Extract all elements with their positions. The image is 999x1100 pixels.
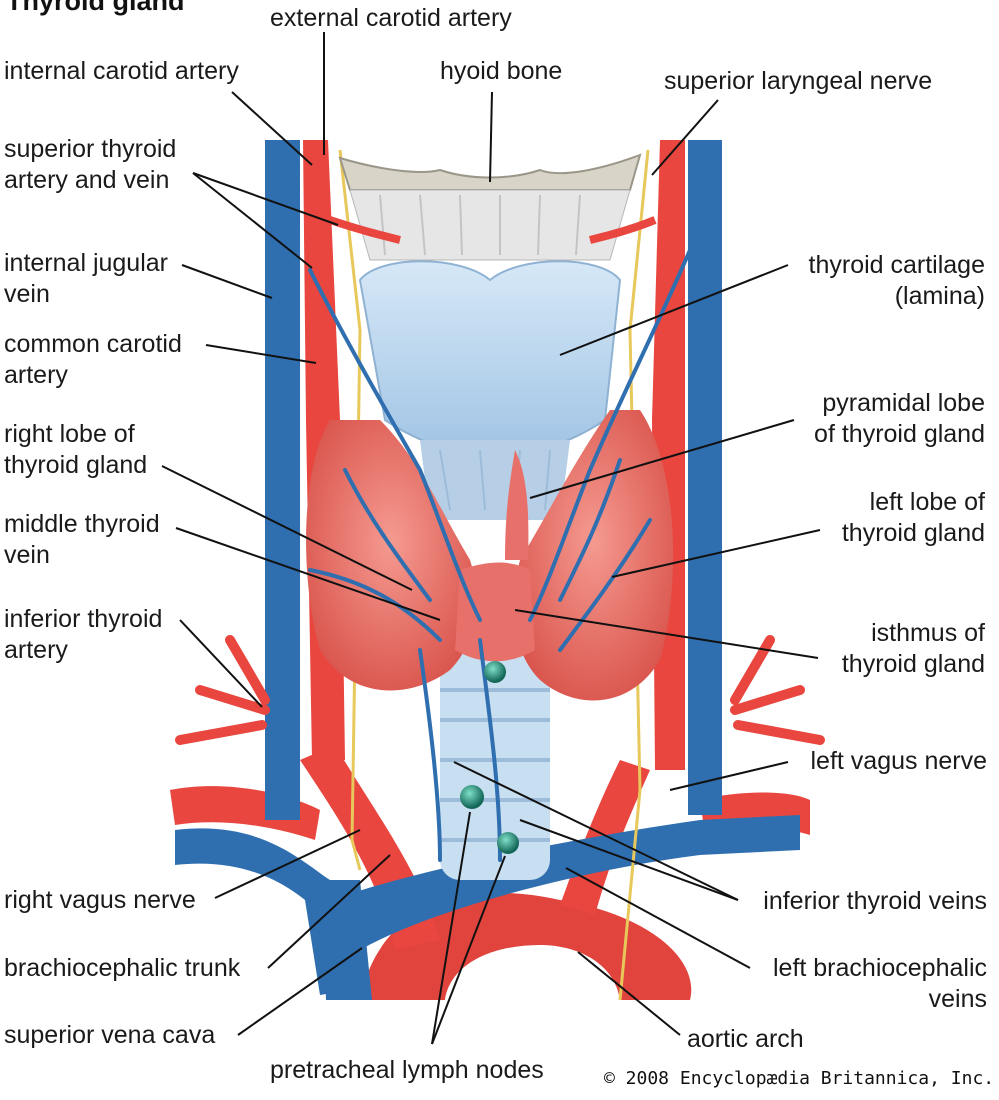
label-isthmus-2: thyroid gland — [842, 649, 985, 680]
label-internal-jugular-1: internal jugular — [4, 248, 168, 279]
label-common-carotid-1: common carotid — [4, 329, 182, 360]
label-thyroid-cartilage-2: (lamina) — [895, 281, 985, 312]
label-right-lobe-1: right lobe of — [4, 419, 135, 450]
label-pyramidal-lobe-1: pyramidal lobe — [822, 388, 985, 419]
label-inferior-thyroid-artery-2: artery — [4, 635, 68, 666]
label-superior-thyroid-2: artery and vein — [4, 165, 169, 196]
label-middle-thyroid-vein-2: vein — [4, 540, 50, 571]
label-common-carotid-2: artery — [4, 360, 68, 391]
copyright-notice: © 2008 Encyclopædia Britannica, Inc. — [604, 1068, 994, 1089]
label-right-lobe-2: thyroid gland — [4, 450, 147, 481]
right-internal-jugular-vein-shape — [265, 140, 300, 820]
label-inferior-thyroid-artery-1: inferior thyroid — [4, 604, 162, 635]
label-superior-vena-cava: superior vena cava — [4, 1020, 215, 1051]
label-pyramidal-lobe-2: of thyroid gland — [814, 419, 985, 450]
label-pretracheal-lymph-nodes: pretracheal lymph nodes — [270, 1055, 544, 1086]
label-left-lobe-1: left lobe of — [870, 487, 985, 518]
label-superior-thyroid-1: superior thyroid — [4, 134, 176, 165]
label-external-carotid-artery: external carotid artery — [270, 3, 512, 34]
label-inferior-thyroid-veins: inferior thyroid veins — [763, 886, 987, 917]
label-hyoid-bone: hyoid bone — [440, 56, 562, 87]
lymph-node — [497, 832, 519, 854]
label-left-brachiocephalic-2: veins — [929, 984, 987, 1015]
diagram-title: Thyroid gland — [6, 0, 185, 17]
label-right-vagus-nerve: right vagus nerve — [4, 885, 196, 916]
lymph-node — [460, 785, 484, 809]
label-left-lobe-2: thyroid gland — [842, 518, 985, 549]
label-isthmus-1: isthmus of — [871, 618, 985, 649]
lymph-node — [484, 661, 506, 683]
label-internal-carotid-artery: internal carotid artery — [4, 56, 239, 87]
label-left-brachiocephalic-1: left brachiocephalic — [773, 953, 987, 984]
label-thyroid-cartilage-1: thyroid cartilage — [809, 250, 985, 281]
label-middle-thyroid-vein-1: middle thyroid — [4, 509, 160, 540]
label-left-vagus-nerve: left vagus nerve — [811, 746, 988, 777]
label-internal-jugular-2: vein — [4, 279, 50, 310]
label-aortic-arch: aortic arch — [687, 1024, 804, 1055]
label-brachiocephalic-trunk: brachiocephalic trunk — [4, 953, 240, 984]
left-internal-jugular-vein-shape — [688, 140, 722, 815]
label-superior-laryngeal-nerve: superior laryngeal nerve — [664, 66, 932, 97]
